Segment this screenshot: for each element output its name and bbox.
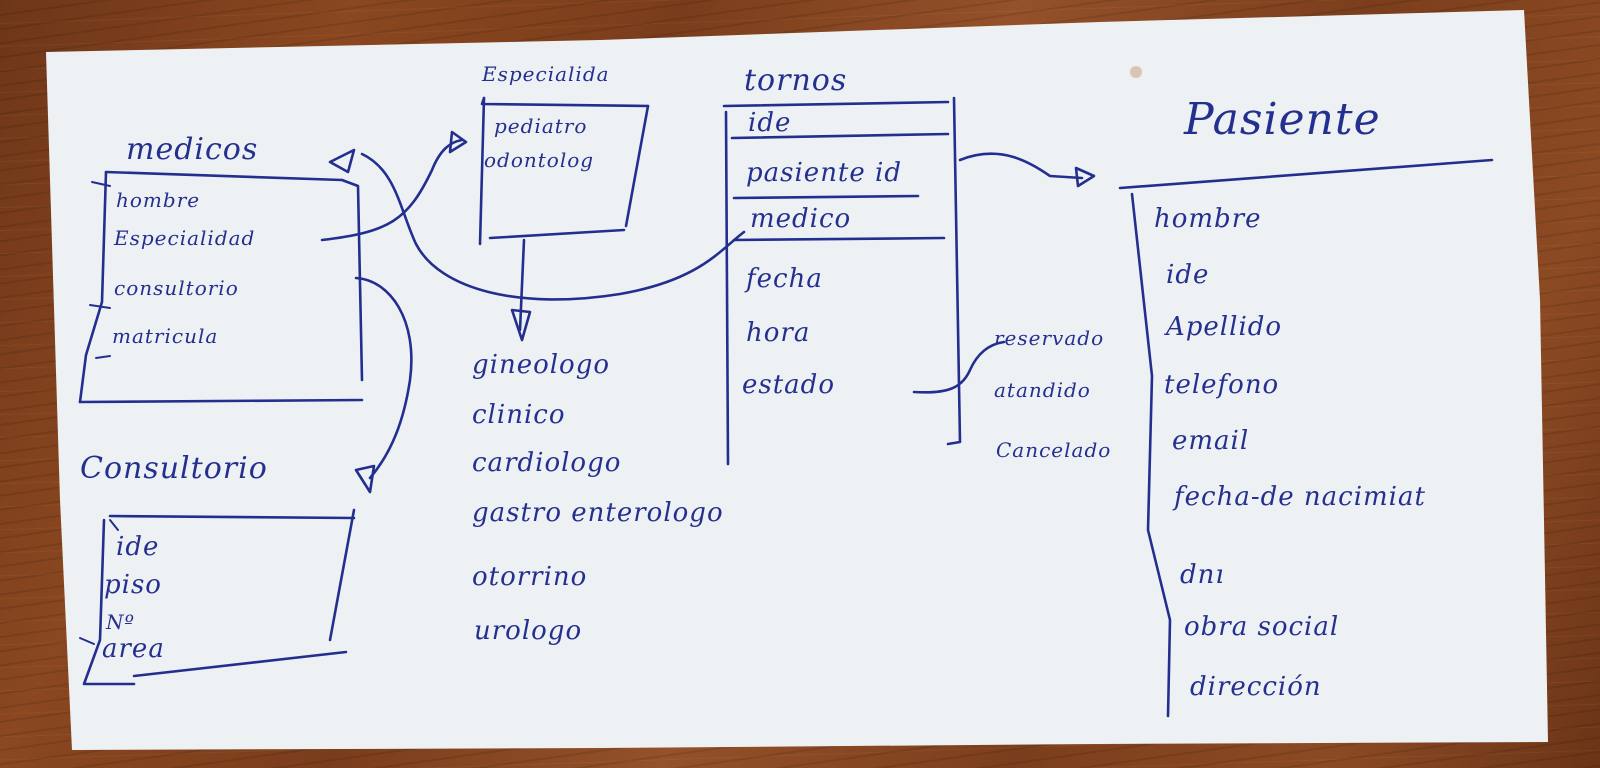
turnos-field: hora — [746, 318, 811, 348]
especialidad-subtype: cardiologo — [472, 448, 622, 478]
estado-value: Cancelado — [996, 438, 1112, 462]
turnos-field: fecha — [746, 264, 823, 294]
medicos-to-especialidad-connector — [320, 138, 464, 242]
paciente-field: Apellido — [1166, 312, 1283, 342]
consultorio-box — [79, 508, 356, 686]
turnos-box — [722, 96, 962, 466]
medicos-title: medicos — [126, 132, 259, 167]
medicos-field: consultorio — [114, 276, 239, 300]
especialidad-field: pediatro — [494, 114, 588, 138]
paciente-arrowhead — [1074, 166, 1096, 188]
especialidad-subtype: gastro enterologo — [472, 498, 724, 528]
estado-value: reservado — [994, 326, 1105, 350]
especialidad-box — [478, 96, 650, 342]
turnos-medico-to-medicos-connector — [360, 152, 746, 301]
especialidad-subtype: gineologo — [472, 350, 611, 380]
turnos-field: ide — [748, 108, 792, 138]
paciente-field: fecha-de nacimiat — [1174, 482, 1426, 512]
turnos-field: pasiente id — [746, 158, 902, 188]
medicos-arrowhead — [328, 148, 356, 174]
paciente-field: telefono — [1164, 370, 1280, 400]
especialidad-subtype: clinico — [472, 400, 566, 430]
especialidad-arrowhead — [448, 130, 468, 154]
consultorio-arrowhead — [354, 464, 376, 494]
turnos-field: estado — [742, 370, 835, 400]
medicos-box — [78, 148, 364, 404]
consultorio-field: ide — [116, 532, 160, 562]
turnos-to-paciente-connector — [958, 152, 1084, 180]
paciente-field: obra social — [1184, 612, 1340, 642]
consultorio-field: area — [102, 634, 165, 664]
turnos-field: medico — [750, 204, 852, 234]
paper-stain — [1130, 66, 1142, 78]
paciente-field: hombre — [1154, 204, 1262, 234]
paciente-field: ide — [1166, 260, 1210, 290]
especialidad-field: odontolog — [484, 148, 595, 172]
estado-value: atandido — [994, 378, 1091, 402]
paper-sheet — [46, 10, 1548, 750]
paciente-title: Pasiente — [1184, 94, 1381, 145]
consultorio-field: Nº — [106, 610, 135, 634]
medicos-consultorio-connector — [354, 276, 413, 480]
turnos-title: tornos — [744, 63, 848, 98]
especialidad-title: Especialida — [482, 62, 610, 86]
medicos-field: hombre — [116, 188, 201, 212]
medicos-field: matricula — [112, 324, 219, 348]
paciente-field: dnı — [1180, 560, 1225, 590]
especialidad-subtype: otorrino — [472, 562, 588, 592]
especialidad-subtype: urologo — [474, 616, 583, 646]
especialidad-down-arrowhead — [510, 308, 532, 342]
paciente-box — [1118, 158, 1494, 718]
medicos-field: Especialidad — [114, 226, 256, 250]
paciente-field: dirección — [1190, 672, 1322, 702]
paciente-field: email — [1172, 426, 1250, 456]
consultorio-title: Consultorio — [80, 451, 268, 486]
consultorio-field: piso — [104, 570, 162, 600]
estado-values-connector — [912, 340, 1006, 394]
